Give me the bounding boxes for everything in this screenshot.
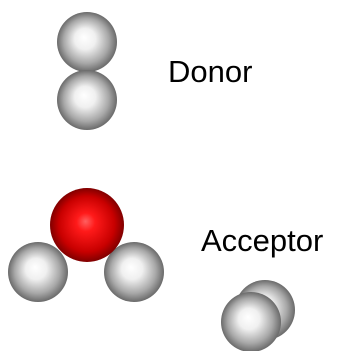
donor-molecule xyxy=(57,12,117,130)
donor-hydrogen-atom-bottom xyxy=(57,70,117,130)
acceptor-hydrogen-atom-right xyxy=(104,242,164,302)
acceptor-hydrogen-atom-left xyxy=(8,242,68,302)
acceptor-label: Acceptor xyxy=(201,223,324,258)
donor-label: Donor xyxy=(168,54,253,89)
acceptor-molecule xyxy=(8,188,164,302)
acceptor-oxygen-atom xyxy=(50,188,124,262)
acceptor-pair-hydrogen-atom-front xyxy=(221,292,281,352)
acceptor-hydrogen-pair xyxy=(221,280,295,352)
donor-hydrogen-atom-top xyxy=(57,12,117,72)
